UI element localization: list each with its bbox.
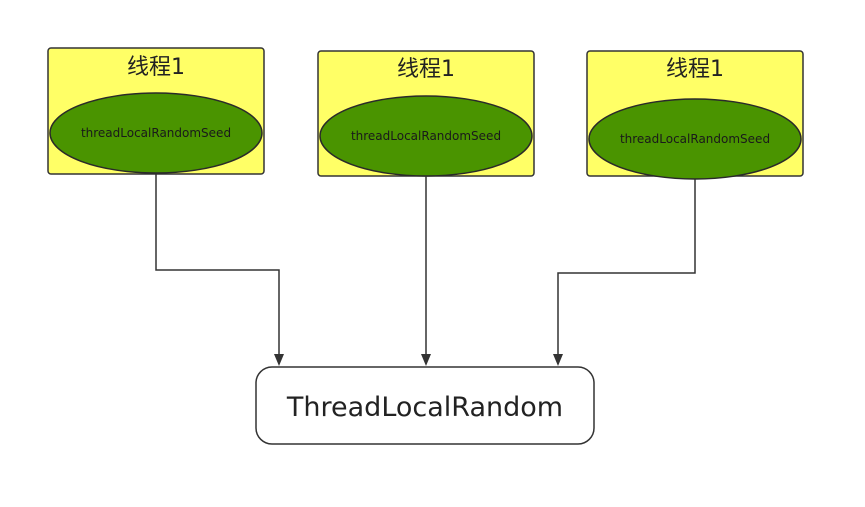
arrowhead-2: [421, 354, 431, 366]
connector-1: [155, 174, 280, 356]
thread-local-random-node[interactable]: ThreadLocalRandom: [255, 366, 595, 445]
thread-title-3: 线程1: [666, 57, 724, 82]
thread-title-2: 线程1: [397, 57, 455, 82]
arrowhead-3: [553, 354, 563, 366]
connector-3: [557, 179, 696, 356]
thread-node-1[interactable]: 线程1 threadLocalRandomSeed: [47, 47, 265, 175]
arrowhead-1: [274, 354, 284, 366]
thread-node-2[interactable]: 线程1 threadLocalRandomSeed: [317, 50, 535, 177]
connectors: [155, 174, 696, 366]
seed-label-2: threadLocalRandomSeed: [351, 129, 501, 143]
thread-local-random-label: ThreadLocalRandom: [286, 392, 563, 423]
thread-title-1: 线程1: [127, 55, 185, 80]
thread-node-3[interactable]: 线程1 threadLocalRandomSeed: [586, 50, 804, 180]
thread-local-random-box: [255, 366, 595, 445]
seed-label-3: threadLocalRandomSeed: [620, 132, 770, 146]
seed-label-1: threadLocalRandomSeed: [81, 126, 231, 140]
seed-ellipse-1: [49, 92, 263, 174]
